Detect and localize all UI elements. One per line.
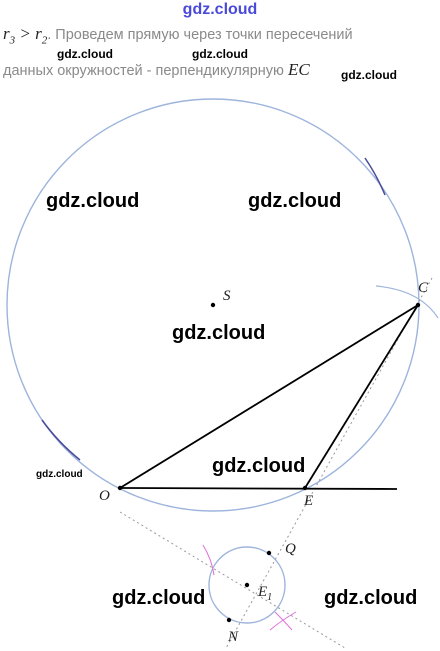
big-circle-shade-2 xyxy=(364,157,386,196)
text-line-1: r3 > r2. Проведем прямую через точки пер… xyxy=(3,24,353,47)
line-o-c xyxy=(119,304,419,489)
arc-c xyxy=(375,285,439,319)
site-brand: gdz.cloud xyxy=(182,1,258,18)
label-s: S xyxy=(223,288,231,304)
watermark-9: gdz.cloud xyxy=(112,587,206,609)
point-e xyxy=(302,485,308,491)
watermark-4: gdz.cloud xyxy=(46,190,140,212)
point-s xyxy=(210,302,216,308)
label-c: C xyxy=(418,280,429,296)
watermark-10: gdz.cloud xyxy=(324,587,418,609)
point-e1 xyxy=(244,582,250,588)
watermark-3: gdz.cloud xyxy=(341,68,397,82)
perpendicular-dotted-line xyxy=(225,277,433,649)
label-e1: E1 xyxy=(257,584,272,603)
ec-symbol: EC xyxy=(287,60,310,79)
point-q xyxy=(266,550,272,556)
watermark-5: gdz.cloud xyxy=(248,190,342,212)
small-circle xyxy=(208,546,286,624)
point-c xyxy=(415,302,421,308)
watermark-1: gdz.cloud xyxy=(57,47,113,61)
text-line-2: данных окружностей - перпендикулярную EC xyxy=(3,60,310,79)
big-circle-shade xyxy=(41,419,81,461)
label-q: Q xyxy=(285,541,296,557)
construction-arc-3 xyxy=(269,611,297,631)
label-e: E xyxy=(303,493,313,509)
point-n xyxy=(226,617,232,623)
line-o-e xyxy=(119,487,398,490)
point-o xyxy=(117,485,123,491)
watermark-2: gdz.cloud xyxy=(192,47,248,61)
watermark-7: gdz.cloud xyxy=(212,455,306,477)
line-c-e xyxy=(304,304,419,489)
construction-arc-2 xyxy=(274,611,293,631)
label-o: O xyxy=(99,488,110,504)
watermark-6: gdz.cloud xyxy=(172,322,266,344)
r2-symbol: r2 xyxy=(35,24,48,47)
r3-symbol: r3 xyxy=(3,24,16,47)
construction-arc-1 xyxy=(202,544,215,576)
diagonal-dotted-line xyxy=(119,511,346,649)
watermark-8: gdz.cloud xyxy=(36,469,83,480)
label-n: N xyxy=(227,629,239,645)
